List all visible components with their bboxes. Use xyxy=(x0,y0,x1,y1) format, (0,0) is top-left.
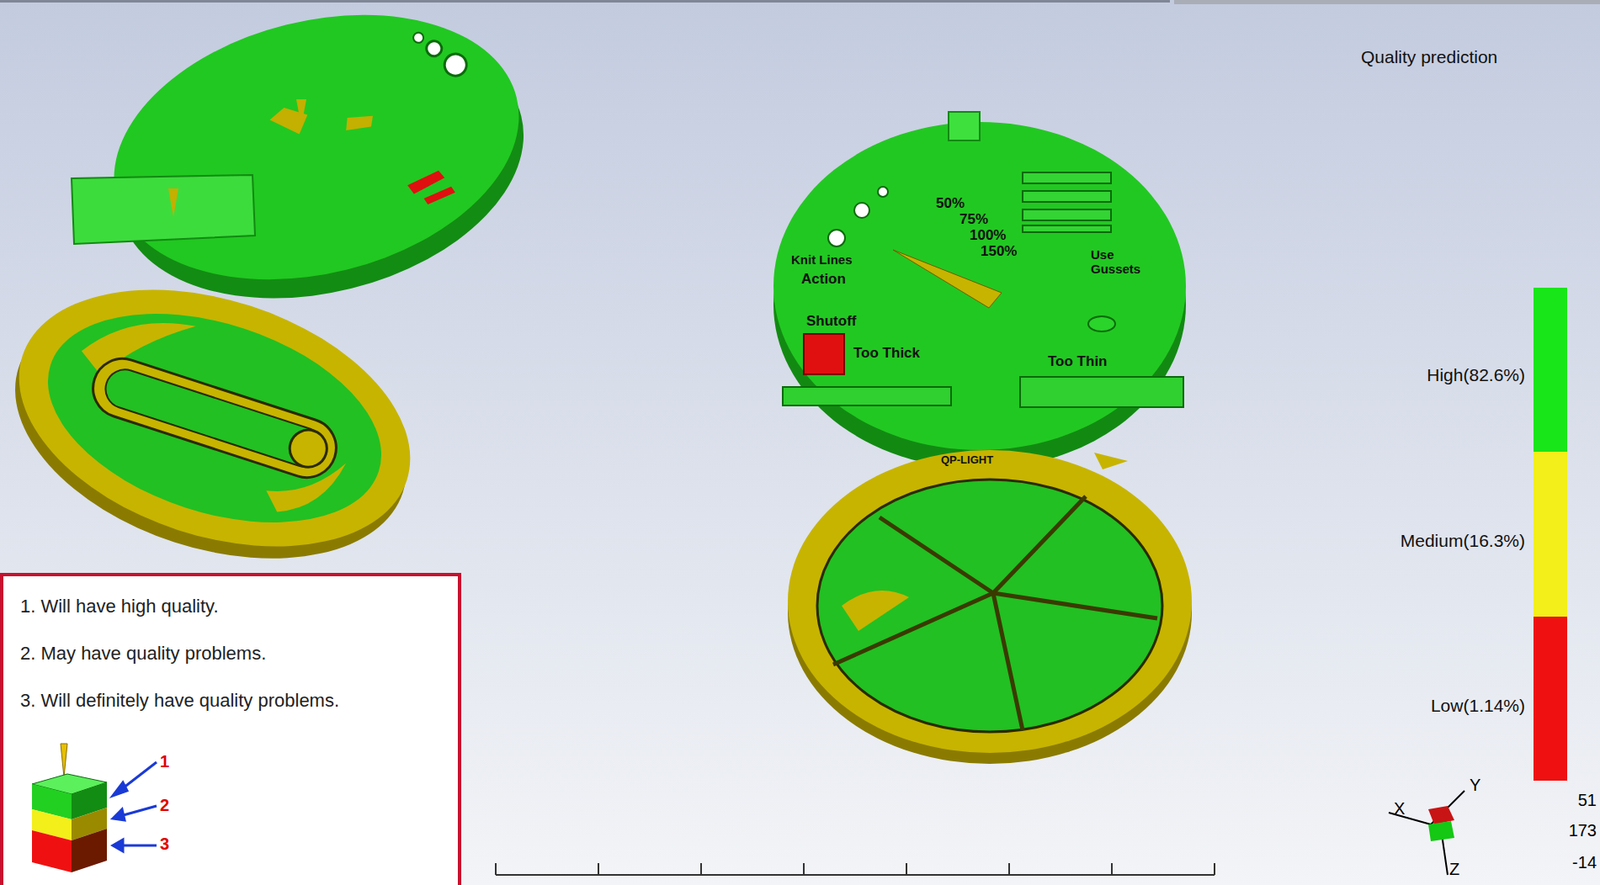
note-line: 1. Will have high quality. xyxy=(20,595,219,617)
window-border xyxy=(0,0,1170,3)
window-border xyxy=(1174,0,1600,5)
callout-number: 3 xyxy=(159,834,170,855)
part-label: Too Thick xyxy=(853,345,920,362)
callout-number: 1 xyxy=(159,752,170,772)
legend-label: High(82.6%) xyxy=(1426,365,1526,386)
legend-note-box: 1. Will have high quality. 2. May have qu… xyxy=(0,573,462,885)
housing-part xyxy=(85,0,553,339)
part-label: Use Gussets xyxy=(1090,247,1143,277)
legend-label: Medium(16.3%) xyxy=(1400,531,1526,552)
legend-label: Low(1.14%) xyxy=(1430,696,1526,717)
part-label: Shutoff xyxy=(806,313,856,330)
gate-marker xyxy=(168,188,179,218)
housing-tab xyxy=(71,175,256,245)
note-line: 2. May have quality problems. xyxy=(20,643,266,665)
lid-part xyxy=(0,244,444,606)
color-bar-segment xyxy=(1533,616,1568,782)
part-label: Action xyxy=(801,271,846,288)
part-label: 100% xyxy=(969,227,1006,245)
part-label: Knit Lines xyxy=(791,252,853,267)
lid-part xyxy=(787,450,1192,765)
color-bar-segment xyxy=(1533,451,1568,617)
part-label: 75% xyxy=(959,211,989,229)
part-label: Too Thin xyxy=(1047,353,1108,371)
housing-part xyxy=(773,111,1186,469)
gate-marker xyxy=(296,99,307,127)
part-label: 50% xyxy=(935,195,965,213)
axis-label: Z xyxy=(1449,860,1460,880)
scale-ruler xyxy=(495,863,1215,876)
part-label: QP-LIGHT xyxy=(940,454,994,468)
callout-number: 2 xyxy=(159,796,170,816)
range-value: 51 xyxy=(1578,791,1597,811)
range-value: 173 xyxy=(1568,821,1597,841)
range-value: -14 xyxy=(1572,853,1597,873)
axis-label: X xyxy=(1393,799,1405,819)
part-label: 150% xyxy=(980,243,1017,261)
axis-label: Y xyxy=(1469,776,1481,796)
color-bar-segment xyxy=(1533,287,1568,452)
note-line: 3. Will definitely have quality problems… xyxy=(20,690,340,712)
panel-title: Quality prediction xyxy=(1360,47,1498,68)
